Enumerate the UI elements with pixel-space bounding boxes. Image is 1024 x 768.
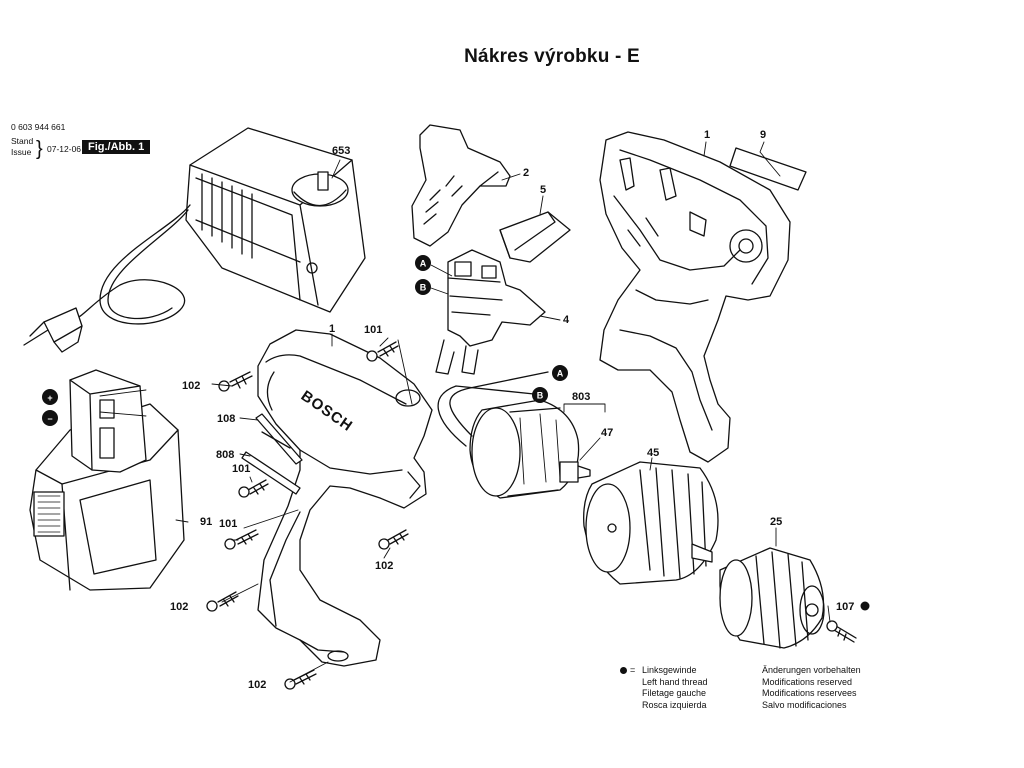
document-meta: 0 603 944 661 Stand Issue } 07-12-06 bbox=[11, 122, 81, 160]
svg-text:A: A bbox=[557, 369, 564, 379]
housing-right-drawing bbox=[599, 131, 791, 463]
svg-text:A: A bbox=[420, 259, 427, 269]
label-1-right: 1 bbox=[704, 129, 710, 141]
label-808: 808 bbox=[216, 449, 234, 461]
label-2: 2 bbox=[523, 167, 529, 179]
label-803: 803 bbox=[572, 391, 590, 403]
svg-text:B: B bbox=[537, 391, 544, 401]
battery-minus-marker: − bbox=[42, 410, 58, 426]
label-5: 5 bbox=[540, 184, 546, 196]
label-108: 108 bbox=[217, 413, 235, 425]
legend-line: Filetage gauche bbox=[642, 688, 707, 698]
legend-line: Linksgewinde bbox=[642, 665, 697, 675]
svg-text:−: − bbox=[47, 414, 52, 424]
label-9: 9 bbox=[760, 129, 766, 141]
part-number: 0 603 944 661 bbox=[11, 122, 66, 132]
battery-drawing bbox=[29, 369, 185, 591]
label-102-right: 102 bbox=[375, 560, 393, 572]
label-47: 47 bbox=[601, 427, 613, 439]
housing-left-drawing bbox=[257, 329, 433, 667]
brace-icon: } bbox=[36, 138, 43, 160]
stand-label: Stand bbox=[11, 136, 34, 146]
label-107: 107 bbox=[836, 601, 854, 613]
svg-text:B: B bbox=[420, 283, 427, 293]
marker-b-left: B bbox=[415, 279, 449, 295]
nameplate-drawing bbox=[729, 147, 807, 191]
leader-lines bbox=[99, 141, 831, 683]
label-101-low: 101 bbox=[219, 518, 237, 530]
legend-left-hand-thread: Linksgewinde Left hand thread Filetage g… bbox=[642, 665, 708, 711]
label-102-bottom: 102 bbox=[248, 679, 266, 691]
legend-line: Modifications reservees bbox=[762, 688, 857, 698]
chuck-drawing bbox=[719, 547, 825, 649]
legend-changes-reserved: Änderungen vorbehalten Modifications res… bbox=[762, 665, 861, 711]
battery-plus-marker: + bbox=[42, 389, 58, 405]
issue-label: Issue bbox=[11, 147, 32, 157]
switch-cover-drawing bbox=[499, 211, 571, 263]
legend-line: Modifications reserved bbox=[762, 676, 853, 687]
bullet-icon bbox=[620, 667, 627, 674]
label-1-left: 1 bbox=[329, 323, 335, 335]
marker-a-left: A bbox=[415, 255, 453, 277]
label-102-top: 102 bbox=[182, 380, 200, 392]
cover-drawing bbox=[411, 124, 511, 247]
label-101-top: 101 bbox=[364, 324, 382, 336]
marker-b-right: B bbox=[532, 387, 548, 403]
motor-drawing bbox=[437, 371, 591, 499]
svg-text:+: + bbox=[47, 393, 52, 403]
page-title: Nákres výrobku - E bbox=[464, 46, 640, 67]
label-102-low: 102 bbox=[170, 601, 188, 613]
charger-drawing bbox=[23, 127, 366, 353]
issue-date: 07-12-06 bbox=[47, 144, 82, 154]
gearbox-drawing bbox=[583, 461, 719, 585]
label-4: 4 bbox=[563, 314, 570, 326]
bit-holder-drawing bbox=[241, 451, 301, 495]
legend-equals: = bbox=[630, 665, 636, 675]
bit-drawing bbox=[255, 413, 303, 465]
switch-drawing bbox=[435, 249, 546, 375]
legend-line: Salvo modificaciones bbox=[762, 699, 847, 710]
label-653: 653 bbox=[332, 145, 350, 157]
left-thread-bullet bbox=[860, 601, 870, 611]
legend-line: Left hand thread bbox=[642, 676, 708, 687]
label-101-mid: 101 bbox=[232, 463, 250, 475]
label-25: 25 bbox=[770, 516, 782, 528]
screws-drawing bbox=[206, 341, 857, 690]
label-91: 91 bbox=[200, 516, 212, 528]
marker-a-right: A bbox=[552, 365, 568, 381]
figure-badge: Fig./Abb. 1 bbox=[82, 140, 151, 154]
label-45: 45 bbox=[647, 447, 659, 459]
legend-line: Rosca izquierda bbox=[642, 699, 707, 710]
legend-line: Änderungen vorbehalten bbox=[762, 665, 861, 675]
